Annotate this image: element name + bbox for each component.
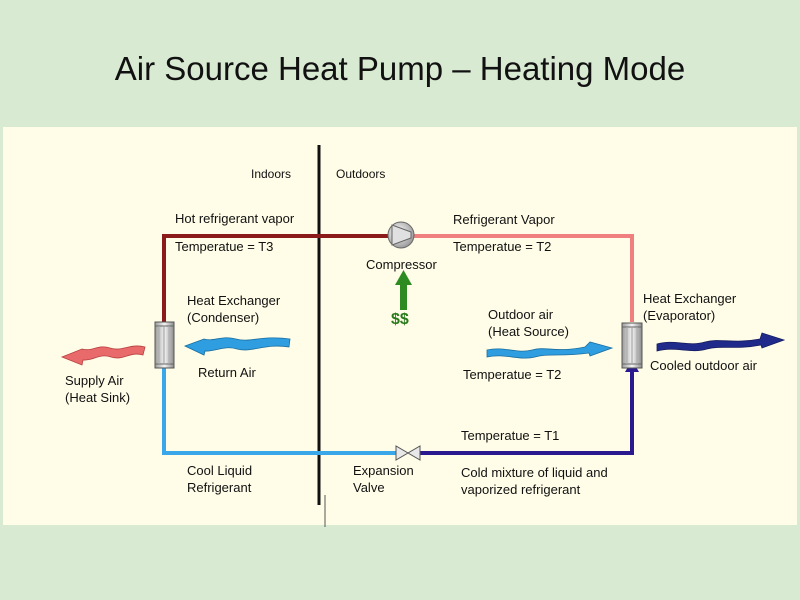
condenser-label: Heat Exchanger (Condenser) bbox=[187, 293, 281, 325]
return-air-label: Return Air bbox=[198, 365, 256, 380]
expansion-valve-label: Expansion Valve bbox=[353, 463, 414, 495]
cold-mixture-label: Cold mixture of liquid and vaporized ref… bbox=[461, 465, 608, 497]
temp-t1-label: Temperatue = T1 bbox=[461, 428, 560, 443]
cooled-air-arrow-icon bbox=[656, 332, 786, 352]
cool-liquid-label: Cool Liquid Refrigerant bbox=[187, 463, 253, 495]
cooled-air-label: Cooled outdoor air bbox=[650, 358, 757, 373]
compressor-label: Compressor bbox=[366, 257, 437, 272]
temp-t2-mid-label: Temperatue = T2 bbox=[463, 367, 562, 382]
refrigerant-vapor-line bbox=[412, 234, 634, 322]
condenser-coil-icon bbox=[154, 321, 175, 369]
energy-cost-label: $$ bbox=[391, 311, 409, 328]
supply-air-arrow-icon bbox=[60, 345, 146, 366]
return-air-arrow-icon bbox=[183, 337, 291, 356]
temp-t2-top-label: Temperatue = T2 bbox=[453, 239, 552, 254]
supply-air-label: Supply Air (Heat Sink) bbox=[65, 373, 131, 405]
outdoor-air-arrow-icon bbox=[486, 341, 614, 359]
slide-title: Air Source Heat Pump – Heating Mode bbox=[114, 50, 686, 87]
hot-vapor-line bbox=[162, 234, 390, 322]
refrigerant-vapor-label: Refrigerant Vapor bbox=[453, 212, 555, 227]
compressor-icon bbox=[387, 221, 415, 249]
cold-mixture-line bbox=[418, 370, 634, 455]
temp-t3-label: Temperatue = T3 bbox=[175, 239, 274, 254]
evaporator-label: Heat Exchanger (Evaporator) bbox=[643, 291, 737, 323]
expansion-valve-icon bbox=[395, 445, 421, 461]
evaporator-coil-icon bbox=[621, 322, 643, 369]
energy-input-arrow-icon bbox=[395, 270, 412, 310]
hot-vapor-label: Hot refrigerant vapor bbox=[175, 211, 295, 226]
indoors-label: Indoors bbox=[251, 167, 292, 181]
outdoors-label: Outdoors bbox=[336, 167, 386, 181]
liquid-line bbox=[162, 368, 398, 455]
outdoor-air-label: Outdoor air (Heat Source) bbox=[488, 307, 569, 339]
diagram-panel bbox=[3, 127, 797, 525]
